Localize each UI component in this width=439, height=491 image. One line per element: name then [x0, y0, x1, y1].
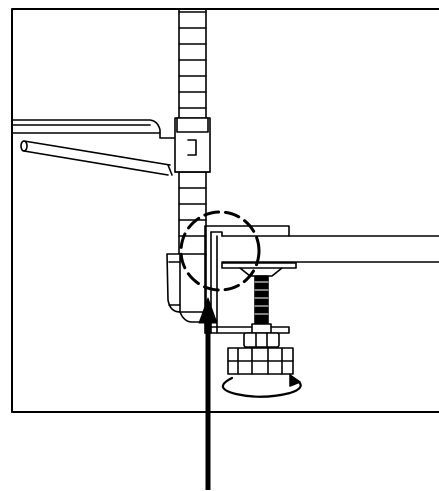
frame [11, 8, 439, 413]
pole-base-block [166, 253, 207, 323]
dashed-circle-icon [179, 210, 261, 292]
rotate-arrow-icon [221, 374, 302, 398]
pole-collar [174, 117, 211, 173]
clamp-screw [251, 275, 272, 334]
arrow-up-icon [198, 297, 218, 490]
adjustment-knob [227, 332, 294, 375]
left-arm [11, 119, 181, 176]
